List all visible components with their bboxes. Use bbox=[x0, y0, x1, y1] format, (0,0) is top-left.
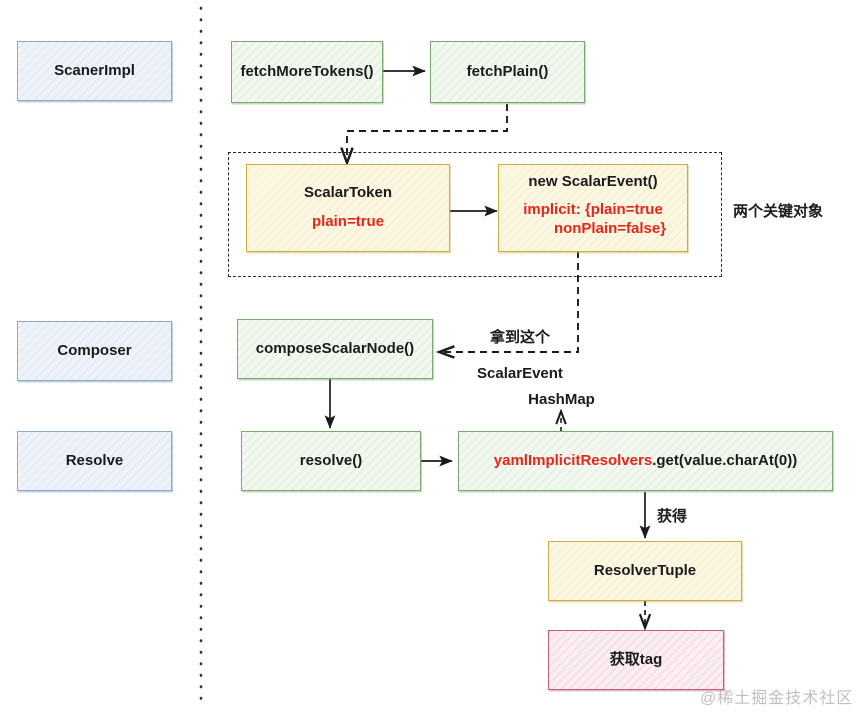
lane-label-composer: Composer bbox=[57, 341, 132, 359]
node-get-tag[interactable]: 获取tag bbox=[548, 630, 724, 690]
node-label-new-scalar-event: new ScalarEvent() bbox=[528, 173, 658, 190]
node-label-resolvers-get-call: .get(value.charAt(0)) bbox=[652, 451, 798, 469]
node-new-scalar-event[interactable]: new ScalarEvent() implicit: {plain=true … bbox=[498, 164, 688, 252]
node-label-fetch-plain: fetchPlain() bbox=[466, 62, 549, 80]
node-label-resolve: resolve() bbox=[299, 451, 363, 469]
annotation-hashmap: HashMap bbox=[528, 391, 595, 408]
node-detail-scalar-event-line2: nonPlain=false} bbox=[553, 219, 667, 237]
annotation-got-this-scalar-event-line2: ScalarEvent bbox=[477, 365, 563, 382]
node-fetch-plain[interactable]: fetchPlain() bbox=[430, 41, 585, 103]
watermark: @稀土掘金技术社区 bbox=[700, 690, 854, 707]
node-detail-scalar-token-plain: plain=true bbox=[311, 213, 385, 230]
node-label-scalar-token: ScalarToken bbox=[303, 184, 393, 202]
lane-label-resolve: Resolve bbox=[65, 451, 124, 469]
node-resolver-tuple[interactable]: ResolverTuple bbox=[548, 541, 742, 601]
node-label-resolver-tuple: ResolverTuple bbox=[593, 561, 697, 579]
annotation-got-this-scalar-event-line1: 拿到这个 bbox=[489, 329, 550, 346]
node-compose-scalar-node[interactable]: composeScalarNode() bbox=[237, 319, 433, 379]
annotation-two-key-objects: 两个关键对象 bbox=[733, 203, 824, 220]
node-label-get-tag: 获取tag bbox=[609, 650, 663, 668]
node-label-resolvers-map: yamlImplicitResolvers bbox=[493, 451, 653, 469]
node-fetch-more-tokens[interactable]: fetchMoreTokens() bbox=[231, 41, 383, 103]
node-detail-scalar-event-line1: implicit: {plain=true bbox=[523, 200, 663, 218]
node-label-compose-scalar-node: composeScalarNode() bbox=[255, 339, 415, 357]
node-label-fetch-more-tokens: fetchMoreTokens() bbox=[240, 62, 374, 80]
node-scalar-token[interactable]: ScalarToken plain=true bbox=[246, 164, 450, 252]
node-resolve[interactable]: resolve() bbox=[241, 431, 421, 491]
lane-box-scanerimpl[interactable]: ScanerImpl bbox=[17, 41, 172, 101]
lane-box-resolve[interactable]: Resolve bbox=[17, 431, 172, 491]
annotation-got-this-scalar-event: 拿到这个 ScalarEvent bbox=[455, 311, 585, 401]
annotation-obtain: 获得 bbox=[657, 508, 688, 525]
lane-label-scanerimpl: ScanerImpl bbox=[54, 61, 135, 79]
node-yaml-implicit-resolvers[interactable]: yamlImplicitResolvers .get(value.charAt(… bbox=[458, 431, 833, 491]
lane-box-composer[interactable]: Composer bbox=[17, 321, 172, 381]
